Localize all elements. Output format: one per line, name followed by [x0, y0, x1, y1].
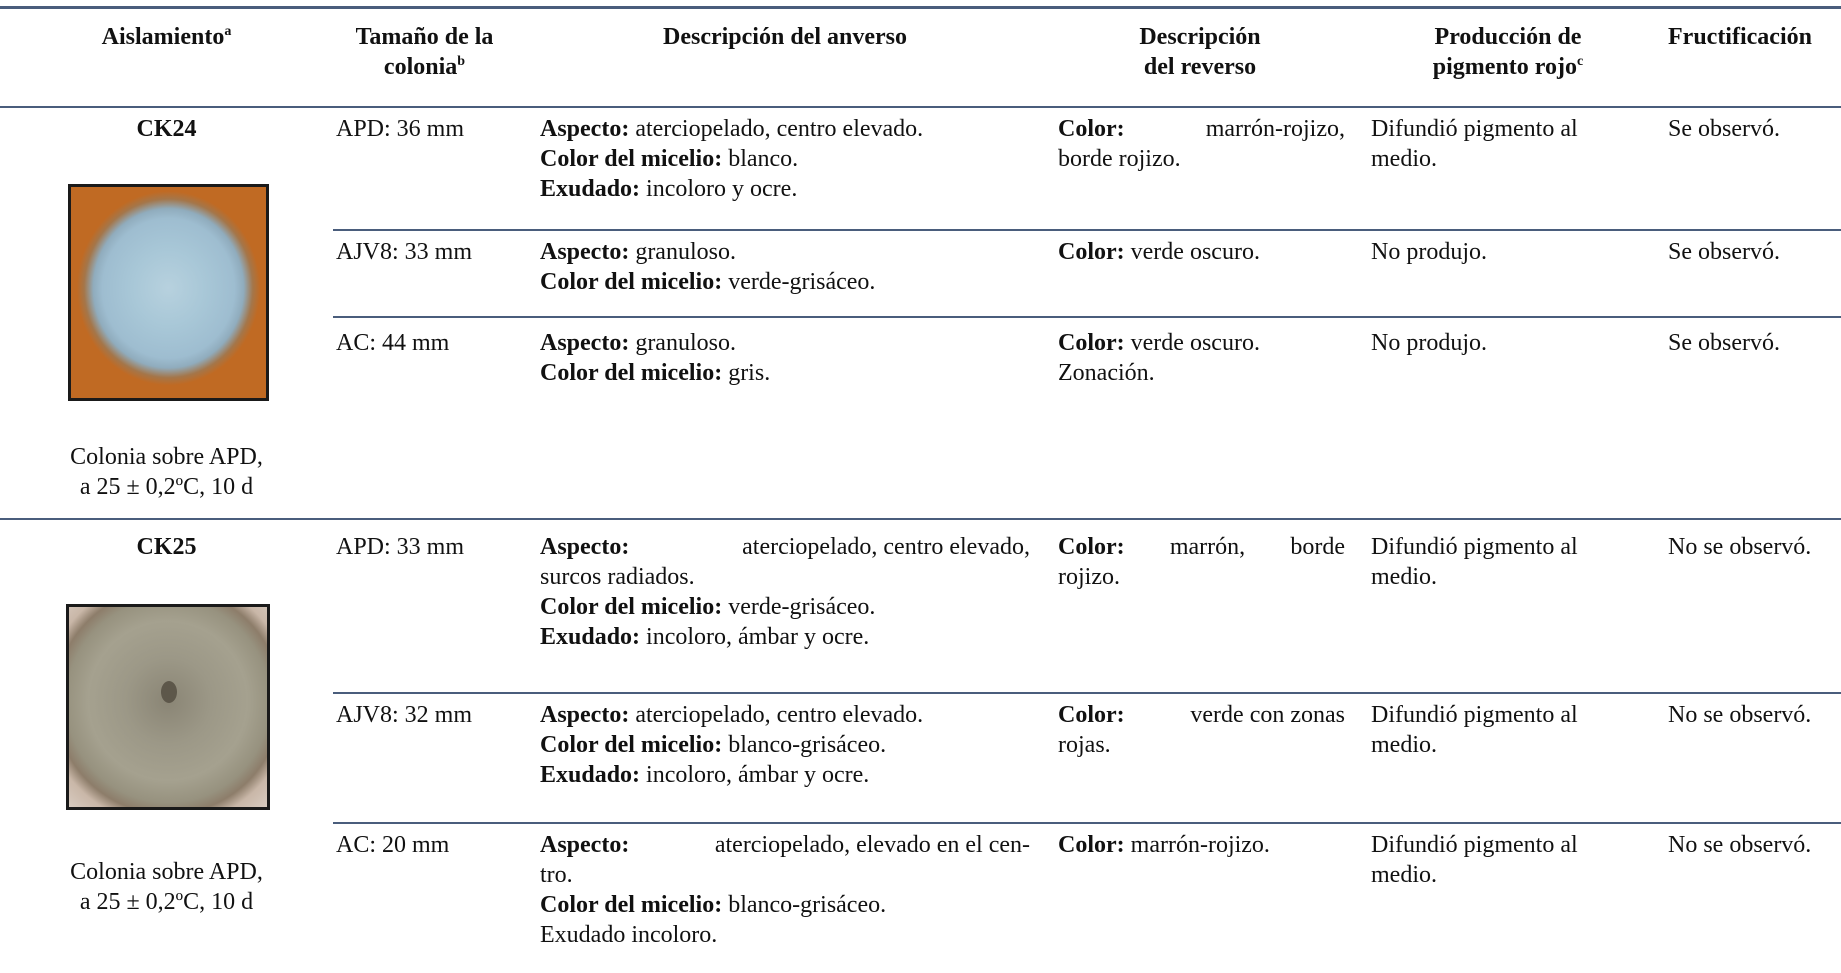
isolate-name: CK24: [136, 116, 197, 142]
header-tamano: Tamaño de la coloniab: [355, 24, 494, 80]
row-divider: [333, 229, 1841, 231]
colony-size: AJV8: 32 mm: [336, 702, 473, 728]
pigment-production: Difundió pigmento al medio.: [1371, 534, 1578, 590]
pigment-production: Difundió pigmento al medio.: [1371, 832, 1578, 888]
colony-size: APD: 33 mm: [336, 534, 465, 560]
reverso-description: Color: verde oscuro.: [1058, 239, 1260, 265]
colony-size: APD: 36 mm: [336, 116, 465, 142]
row-divider: [333, 822, 1841, 824]
fructification: Se observó.: [1668, 330, 1780, 356]
isolate-name: CK25: [136, 534, 197, 560]
anverso-description: Aspecto:aterciopelado, elevado en el cen…: [540, 832, 1030, 948]
fructification: No se observó.: [1668, 702, 1812, 728]
header-bottom-rule: [0, 106, 1841, 108]
header-anverso: Descripción del anverso: [663, 24, 907, 50]
colony-size: AJV8: 33 mm: [336, 239, 473, 265]
reverso-description: Color: verde oscuro. Zonación.: [1058, 330, 1260, 386]
reverso-description: Color: marrón-rojizo.: [1058, 832, 1270, 858]
fructification: Se observó.: [1668, 239, 1780, 265]
colony-photo: [66, 604, 270, 810]
fructification: Se observó.: [1668, 116, 1780, 142]
group-divider: [0, 518, 1841, 520]
pigment-production: Difundió pigmento al medio.: [1371, 702, 1578, 758]
colony-center: [161, 681, 177, 703]
reverso-description: Color:marrón-rojizo, borde rojizo.: [1058, 116, 1345, 172]
table-top-rule: [0, 6, 1841, 9]
header-reverso: Descripción del reverso: [1139, 24, 1261, 80]
anverso-description: Aspecto: granuloso. Color del micelio: g…: [540, 330, 771, 386]
reverso-description: Color:marrón,borde rojizo.: [1058, 534, 1345, 590]
anverso-description: Aspecto: granuloso. Color del micelio: v…: [540, 239, 876, 295]
header-pigmento: Producción de pigmento rojoc: [1432, 24, 1584, 80]
photo-caption: Colonia sobre APD, a 25 ± 0,2ºC, 10 d: [70, 444, 263, 500]
colony-size: AC: 20 mm: [336, 832, 450, 858]
photo-caption: Colonia sobre APD, a 25 ± 0,2ºC, 10 d: [70, 859, 263, 915]
fructification: No se observó.: [1668, 534, 1812, 560]
anverso-description: Aspecto: aterciopelado, centro elevado. …: [540, 702, 924, 788]
anverso-description: Aspecto: aterciopelado, centro elevado. …: [540, 116, 924, 202]
pigment-production: No produjo.: [1371, 239, 1487, 265]
header-fructificacion: Fructificación: [1668, 24, 1812, 50]
row-divider: [333, 316, 1841, 318]
colony-size: AC: 44 mm: [336, 330, 450, 356]
pigment-production: No produjo.: [1371, 330, 1487, 356]
reverso-description: Color:verde con zonas rojas.: [1058, 702, 1345, 758]
pigment-production: Difundió pigmento al medio.: [1371, 116, 1578, 172]
colony-photo: [68, 184, 269, 401]
row-divider: [333, 692, 1841, 694]
header-aislamiento: Aislamientoa: [101, 24, 232, 50]
anverso-description: Aspecto:aterciopelado, centro elevado, s…: [540, 534, 1030, 650]
fructification: No se observó.: [1668, 832, 1812, 858]
